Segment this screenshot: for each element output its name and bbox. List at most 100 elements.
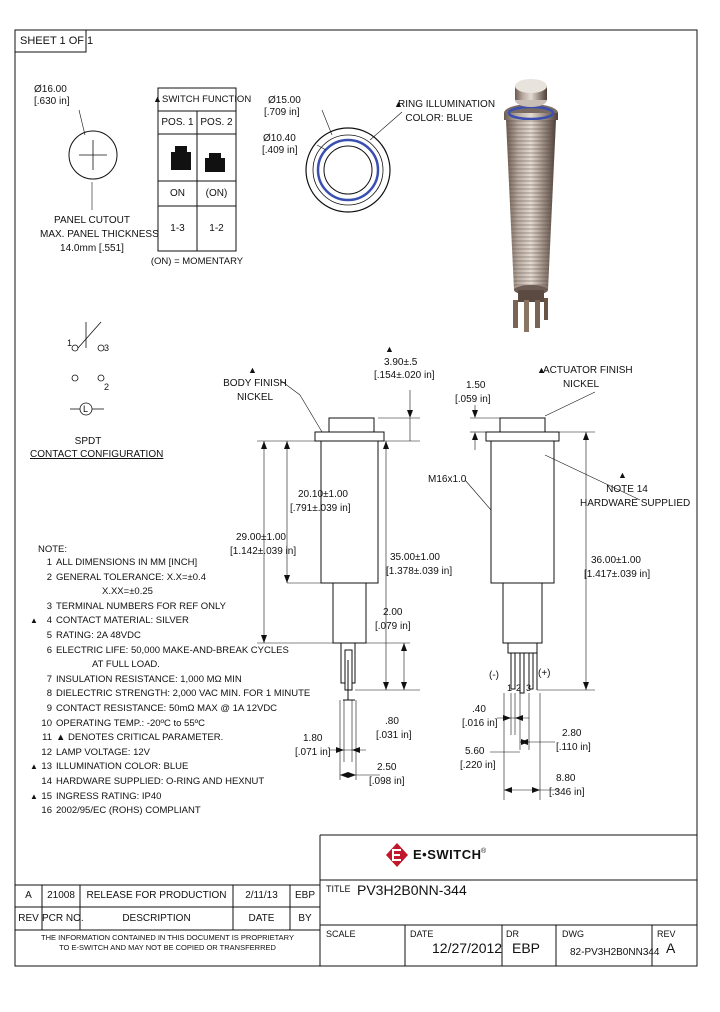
note-text: CONTACT MATERIAL: SILVER <box>56 615 189 627</box>
note-number: 8 <box>46 688 52 700</box>
note-number: 14 <box>41 776 52 787</box>
note-text: AT FULL LOAD. <box>92 659 160 671</box>
spdt-caption-2: CONTACT CONFIGURATION <box>30 449 164 460</box>
ring-critical-marker: ▲ <box>394 99 403 109</box>
side-view-right-drawing <box>464 391 641 800</box>
drawn-by: EBP <box>512 940 541 956</box>
dim-act-in: [.059 in] <box>455 394 491 405</box>
note-text: HARDWARE SUPPLIED: O-RING AND HEXNUT <box>56 776 265 787</box>
note-text: LAMP VOLTAGE: 12V <box>56 746 150 758</box>
note-number: 10 <box>41 717 52 729</box>
pos1-state: ON <box>170 188 185 199</box>
minus-label: (-) <box>489 670 499 681</box>
spdt-pin-1: 1 <box>67 338 73 348</box>
drawing-title: PV3H2B0NN-344 <box>357 882 467 898</box>
note-number: 9 <box>46 703 52 714</box>
rev-row-date: 2/11/13 <box>245 890 278 901</box>
cutout-caption-3: 14.0mm [.551] <box>60 243 124 254</box>
plus-label: (+) <box>538 668 551 679</box>
dim-len-mm: 29.00±1.00 <box>236 532 286 543</box>
panel-cutout-drawing <box>68 109 118 210</box>
body-critical-marker: ▲ <box>248 365 257 375</box>
dim-body-in: [.791±.039 in] <box>290 503 351 514</box>
note-text: ELECTRIC LIFE: 50,000 MAKE-AND-BREAK CYC… <box>56 644 289 656</box>
pos2-contacts: 1-2 <box>209 223 224 234</box>
note-item: 7 INSULATION RESISTANCE: 1,000 MΩ MIN <box>30 673 242 685</box>
momentary-footnote: (ON) = MOMENTARY <box>150 256 244 267</box>
note-number: 2 <box>46 571 52 583</box>
dim-slot-mm: 1.80 <box>303 733 323 744</box>
dim-a-mm: .40 <box>472 704 486 715</box>
spdt-caption-1: SPDT <box>74 436 102 447</box>
note-number: 7 <box>46 673 52 685</box>
note-item: X.XX=±0.25 <box>30 587 153 597</box>
thread-label: M16x1.0 <box>428 474 467 485</box>
dim-pitch-in: [.098 in] <box>369 776 405 787</box>
actuator-critical-marker: ▲ <box>537 365 546 375</box>
dim-rtot-in: [1.417±.039 in] <box>584 569 651 580</box>
note14-critical-marker: ▲ <box>618 470 627 480</box>
dim-pin-in: [.031 in] <box>376 730 412 741</box>
note14-line-1: NOTE 14 <box>606 484 648 495</box>
dr-label: DR <box>506 929 519 939</box>
rev-header-by: BY <box>298 913 312 924</box>
note-number: 13 <box>41 761 52 773</box>
dim-slot-in: [.071 in] <box>295 747 331 758</box>
note-item: 11▲ DENOTES CRITICAL PARAMETER. <box>30 733 223 743</box>
switch-function-title: SWITCH FUNCTION <box>162 94 252 105</box>
front-view-drawing <box>305 109 403 213</box>
note-critical-marker: ▲ <box>30 791 38 801</box>
note-number: 16 <box>41 805 52 817</box>
dim-top-in: [.154±.020 in] <box>374 370 435 381</box>
front-dia2-mm: Ø10.40 <box>263 133 296 144</box>
note-number: 3 <box>46 600 52 612</box>
dim-b-in: [.220 in] <box>460 760 496 771</box>
dim-c-mm: 2.80 <box>562 728 582 739</box>
body-finish-2: NICKEL <box>236 392 274 403</box>
dim-pitch-mm: 2.50 <box>377 762 397 773</box>
spdt-schematic <box>70 321 105 416</box>
dim-top-mm: 3.90±.5 <box>384 357 418 368</box>
dim-c-in: [.110 in] <box>556 742 591 753</box>
note-number: 5 <box>46 630 52 641</box>
rev-header-date: DATE <box>248 913 275 924</box>
rpin-2: 2 <box>516 683 522 693</box>
actuator-finish-1: ACTUATOR FINISH <box>543 365 633 376</box>
rev-row-rev: A <box>25 890 32 901</box>
pos1-contacts: 1-3 <box>170 223 185 234</box>
note-number: 6 <box>46 644 52 656</box>
rev-header-pcr: PCR NO. <box>42 913 84 924</box>
rev-value: A <box>666 940 676 956</box>
note-text: INSULATION RESISTANCE: 1,000 MΩ MIN <box>56 673 242 685</box>
note-item: 14 HARDWARE SUPPLIED: O-RING AND HEXNUT <box>30 777 264 787</box>
front-dia2-in: [.409 in] <box>262 145 298 156</box>
dim-pin-mm: .80 <box>385 716 399 727</box>
rpin-3: 3 <box>526 683 532 693</box>
top-dim-critical-marker: ▲ <box>385 344 394 354</box>
ring-label-2: COLOR: BLUE <box>405 113 473 124</box>
rev-row-desc: RELEASE FOR PRODUCTION <box>86 890 227 901</box>
note-text: RATING: 2A 48VDC <box>56 630 141 641</box>
note-number: 12 <box>41 746 52 758</box>
dim-term-mm: 2.00 <box>383 607 403 618</box>
note-item: 5 RATING: 2A 48VDC <box>30 631 141 641</box>
pos2-header: POS. 2 <box>200 117 233 128</box>
dim-tot-mm: 35.00±1.00 <box>390 552 440 563</box>
side-view-left-drawing <box>257 379 420 780</box>
dim-d-in: [.346 in] <box>549 787 585 798</box>
note-text: INGRESS RATING: IP40 <box>56 790 162 802</box>
body-finish-1: BODY FINISH <box>223 378 287 389</box>
dim-term-in: [.079 in] <box>375 621 411 632</box>
proprietary-2: TO E-SWITCH AND MAY NOT BE COPIED OR TRA… <box>59 943 276 952</box>
front-dia1-mm: Ø15.00 <box>268 95 301 106</box>
drawing-date: 12/27/2012 <box>432 940 503 956</box>
dim-a-in: [.016 in] <box>462 718 498 729</box>
date-label: DATE <box>410 929 434 939</box>
dim-rtot-mm: 36.00±1.00 <box>591 555 641 566</box>
scale-label: SCALE <box>326 929 356 939</box>
